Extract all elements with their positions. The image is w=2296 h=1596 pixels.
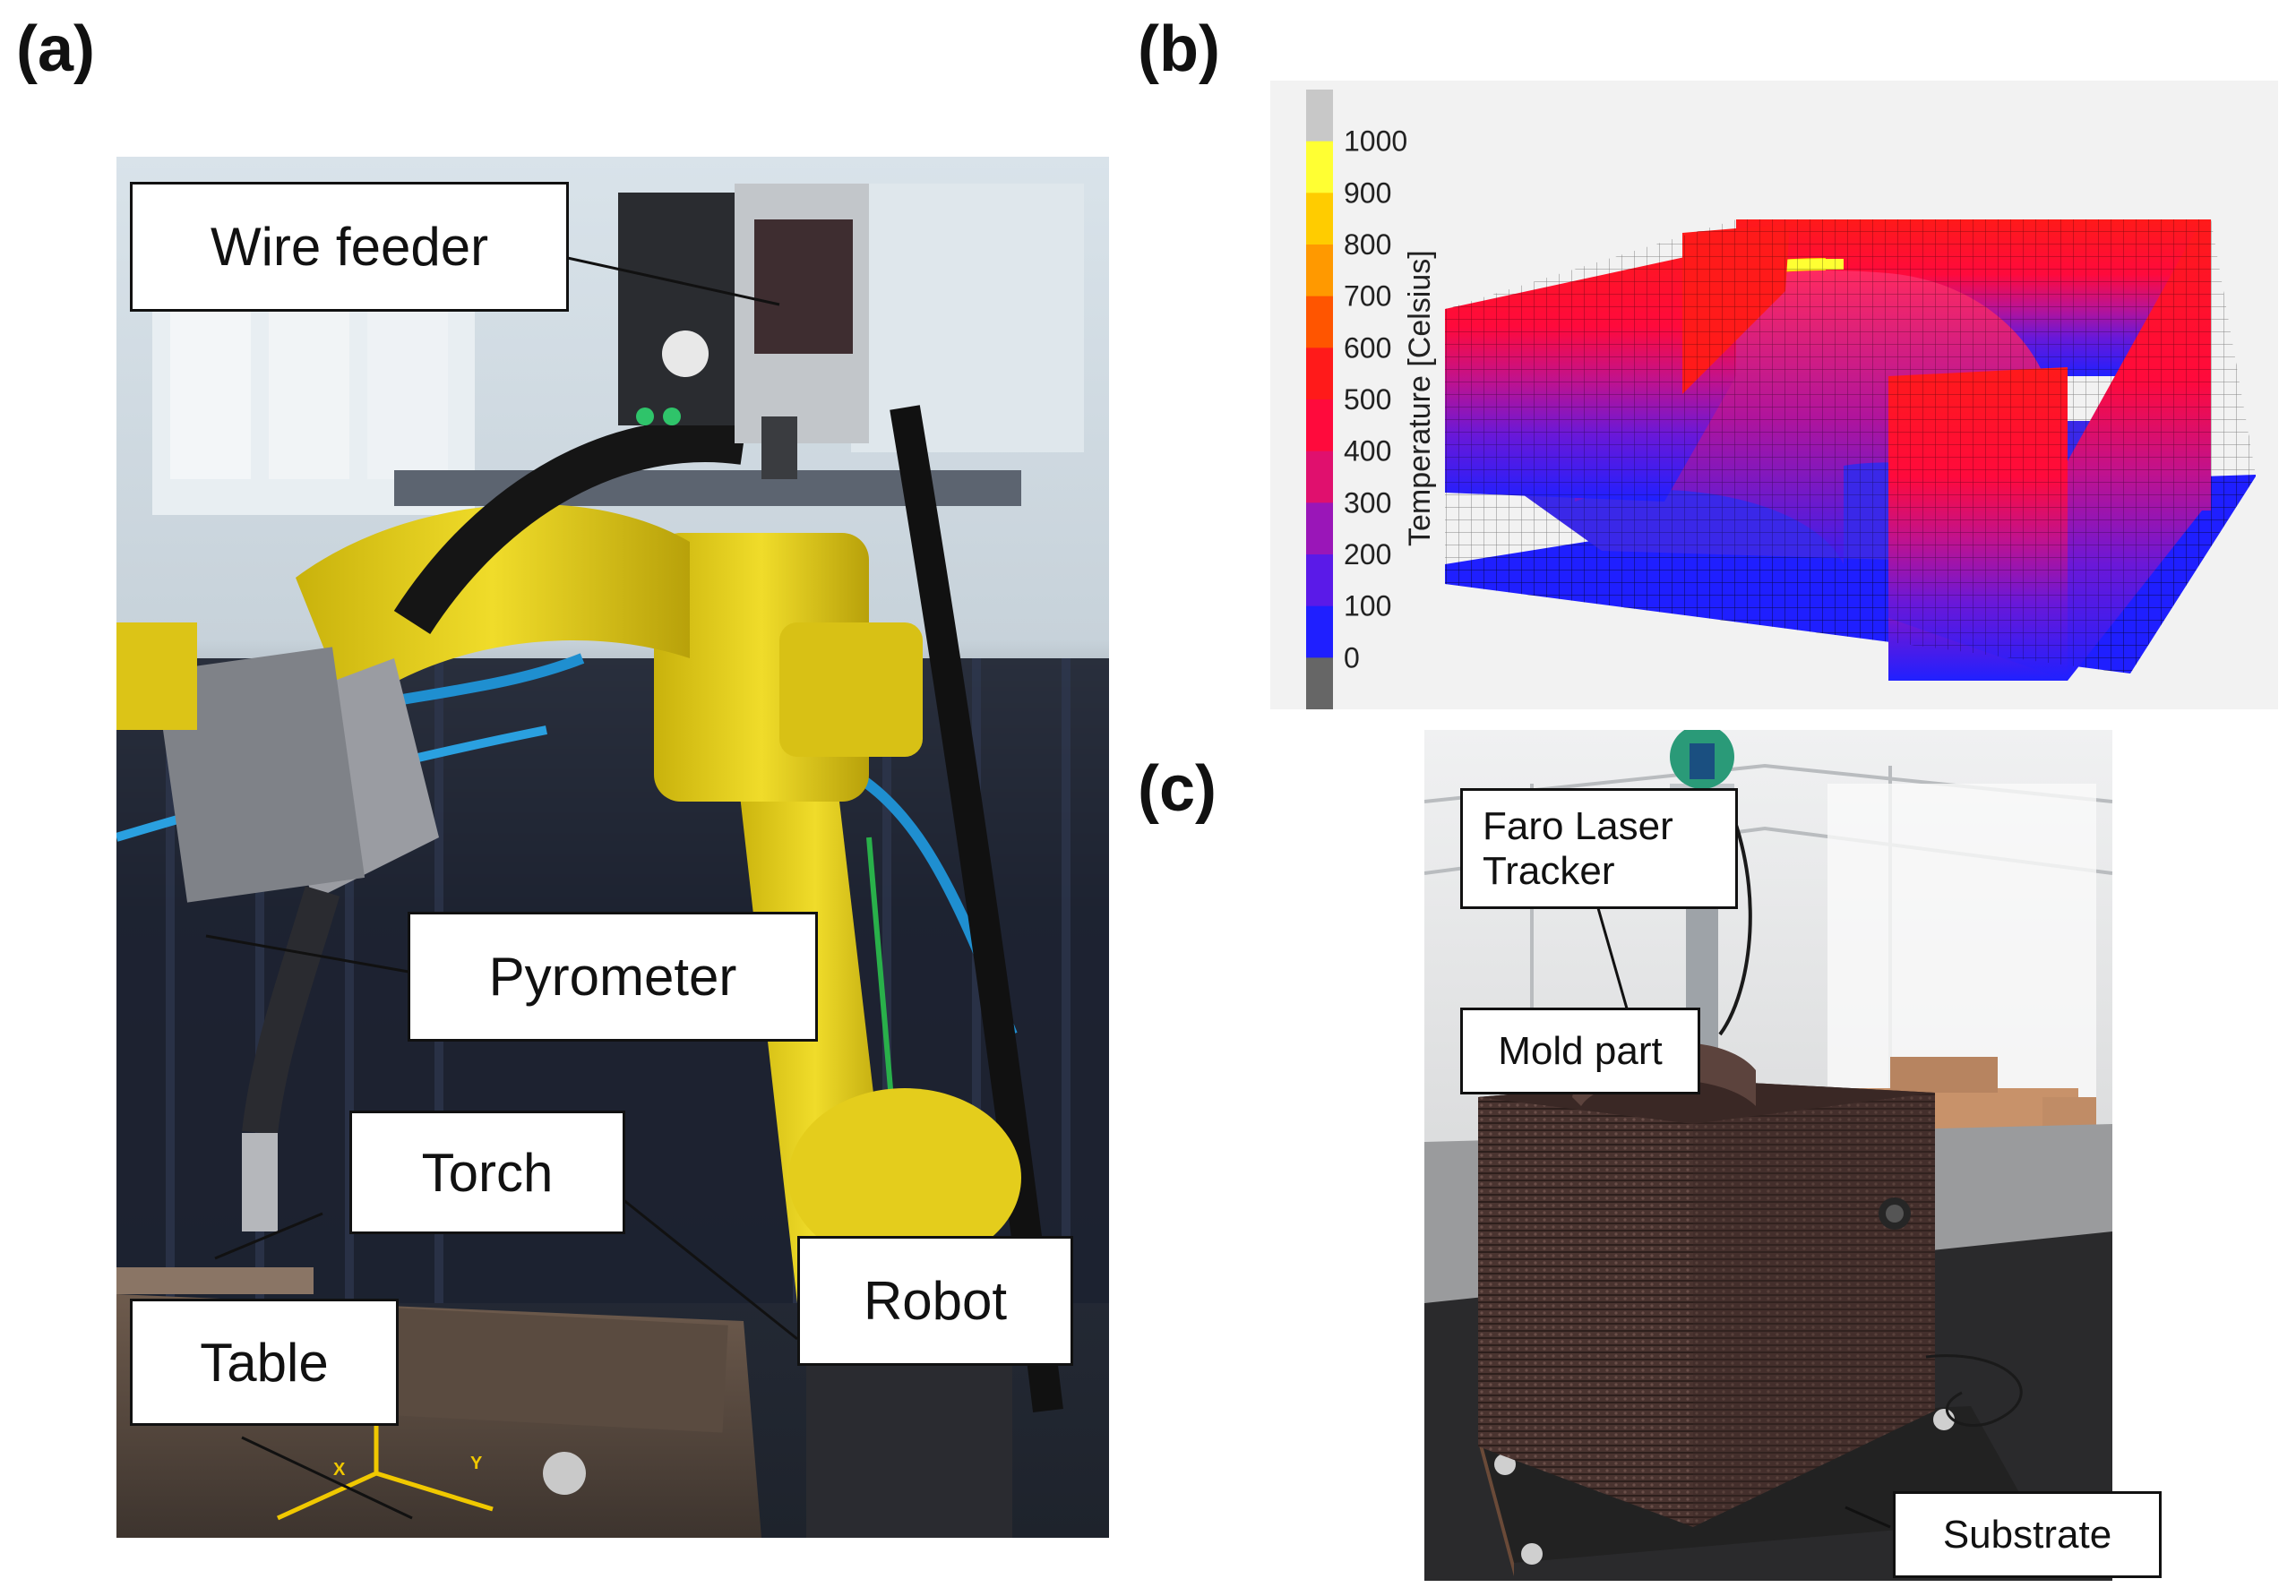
- label-torch: Torch: [349, 1111, 625, 1234]
- label-faro-laser-tracker-line1: Faro Laser: [1483, 804, 1673, 849]
- label-robot: Robot: [797, 1236, 1073, 1366]
- label-pyrometer: Pyrometer: [408, 912, 818, 1042]
- colorbar-tick-label: 700: [1344, 280, 1391, 313]
- colorbar-tick-label: 800: [1344, 228, 1391, 261]
- colorbar-segment: [1306, 450, 1333, 503]
- colorbar-tick-label: 300: [1344, 486, 1391, 519]
- colorbar-segment: [1306, 657, 1333, 709]
- colorbar-segment: [1306, 193, 1333, 245]
- colorbar-tick-label: 400: [1344, 435, 1391, 468]
- colorbar-tick-label: 900: [1344, 176, 1391, 209]
- label-wire-feeder: Wire feeder: [130, 182, 569, 312]
- colorbar-segment: [1306, 605, 1333, 658]
- colorbar-title: Temperature [Celsius]: [1403, 250, 1437, 546]
- label-substrate: Substrate: [1893, 1491, 2162, 1578]
- colorbar-segment: [1306, 90, 1333, 142]
- colorbar-segment: [1306, 348, 1333, 400]
- label-faro-laser-tracker-line2: Tracker: [1483, 848, 1615, 893]
- colorbar-tick-label: 600: [1344, 331, 1391, 364]
- panel-letter-c: (c): [1138, 753, 1217, 825]
- label-mold-part: Mold part: [1460, 1008, 1700, 1094]
- colorbar-tick-label: 200: [1344, 538, 1391, 571]
- axis-letter-y: Y: [470, 1454, 483, 1473]
- colorbar-tick-label: 1000: [1344, 125, 1407, 158]
- colorbar-tick-label: 500: [1344, 383, 1391, 416]
- colorbar-segment: [1306, 141, 1333, 193]
- panel-letter-b: (b): [1138, 13, 1220, 85]
- colorbar-segment: [1306, 399, 1333, 452]
- colorbar-tick-label: 0: [1344, 641, 1360, 674]
- colorbar-segment: [1306, 296, 1333, 348]
- panel-letter-a: (a): [16, 13, 95, 85]
- axis-letter-x: X: [333, 1460, 346, 1480]
- mold-part-photo: [1424, 730, 2112, 1581]
- label-table: Table: [130, 1299, 399, 1426]
- colorbar-segment: [1306, 245, 1333, 297]
- colorbar-segment: [1306, 502, 1333, 555]
- colorbar-segment: [1306, 554, 1333, 607]
- colorbar-tick-label: 100: [1344, 590, 1391, 622]
